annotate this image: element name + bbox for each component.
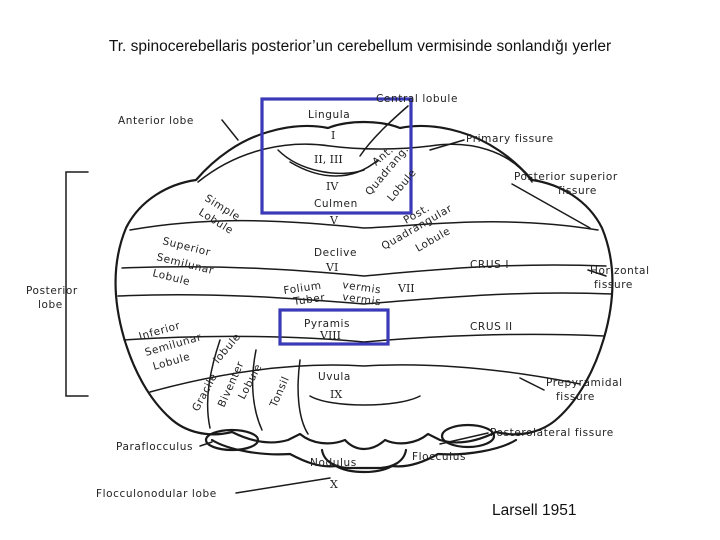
highlight-box-anterior-vermis [260,97,413,215]
label-nodulus: Nodulus [310,457,357,469]
label-posterior-lobe-2: lobe [38,299,63,311]
label-crus-2: CRUS II [470,321,513,333]
flocculus-outline [440,423,496,449]
biventer-tonsil-divider [251,349,263,431]
leader-post-sup-fissure [511,183,591,229]
label-uvula: Uvula [318,371,351,383]
leader-flocculonodular [235,477,331,494]
diagram-outlines [114,120,614,474]
label-posterior-superior-fissure-1: Posterior superior [514,171,618,183]
leader-horizontal-fissure [587,269,607,277]
cerebellum-outline [114,120,614,451]
label-paraflocculus: Paraflocculus [116,441,193,453]
highlight-box-pyramis [278,308,390,346]
paraflocculus-outline [204,428,260,452]
label-anterior-lobe: Anterior lobe [118,115,194,127]
gracile-biventer-divider [206,339,221,429]
label-horizontal-fissure-1: Horizontal [590,265,650,277]
numeral-ii-iii: II, III [314,153,343,166]
uvula-folds [309,395,421,406]
nodulus-outline [320,448,408,470]
leader-central-lobule [359,105,409,157]
declive-lower-line [121,264,607,277]
label-prepyramidal-fissure-1: Prepyramidal [546,377,623,389]
label-lingula: Lingula [308,109,350,121]
label-posterolateral-fissure: Posterolateral fissure [490,427,614,439]
posterior-superior-fissure-line [129,219,599,231]
label-flocculus: Flocculus [412,451,466,463]
label-folium-vermis-1: Folium [283,280,323,297]
numeral-i: I [331,129,335,142]
numeral-vi: VI [325,261,338,274]
central-lobule-curve [289,159,379,177]
label-central-lobule: Central lobule [376,93,458,105]
leader-anterior-lobe [221,119,239,141]
numeral-v: V [329,214,339,227]
slide-title: Tr. spinocerebellaris posterior’un cereb… [108,38,612,55]
label-gracile-lobule-1: Gracile [190,371,220,413]
label-culmen: Culmen [314,198,358,210]
label-horizontal-fissure-2: fissure [594,279,633,291]
leader-paraflocculus [199,441,213,447]
source-credit: Larsell 1951 [492,502,577,519]
flocculonodular-outline [210,438,518,474]
label-flocculonodular-lobe: Flocculonodular lobe [96,488,217,500]
label-primary-fissure: Primary fissure [466,133,554,145]
label-folium-vermis-2: vermis [342,279,382,296]
leader-prepyramidal [519,377,545,391]
posterior-lobe-bracket [65,171,89,397]
numeral-iv: IV [326,180,339,193]
tuber-lower-line [123,333,605,343]
label-posterior-superior-fissure-2: fissure [558,185,597,197]
numeral-ix: IX [330,388,342,401]
numeral-viii: VIII [319,329,341,342]
label-prepyramidal-fissure-2: fissure [556,391,595,403]
primary-fissure-line [197,143,533,183]
label-tuber-vermis-1: Tuber [292,292,326,308]
prepyramidal-fissure-line [149,364,581,393]
diagram-fissures [65,105,613,494]
label-tuber-vermis-2: vermis [342,291,382,308]
label-pyramis: Pyramis [304,318,350,330]
numeral-x: X [330,478,338,491]
horizontal-fissure-line [117,292,613,305]
label-declive: Declive [314,247,357,259]
leader-primary-fissure [429,139,465,151]
label-posterior-lobe-1: Posterior [26,285,78,297]
tonsil-uvula-divider [297,359,309,435]
numeral-vii: VII [397,282,415,295]
leader-posterolateral [439,432,489,445]
label-tonsil: Tonsil [267,375,292,411]
label-crus-1: CRUS I [470,259,509,271]
